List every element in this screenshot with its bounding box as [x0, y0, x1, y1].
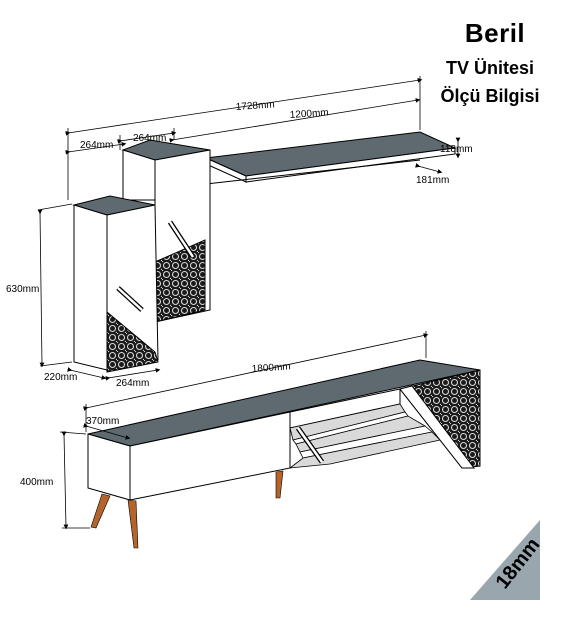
tv-dimension-lines [59, 331, 429, 530]
dim-cabinet-height: 630mm [6, 284, 39, 295]
dim-shelf-width: 1200mm [289, 107, 329, 121]
dimension-info-label: Ölçü Bilgisi [440, 86, 540, 106]
dim-cabinet-left-width: 264mm [80, 140, 113, 151]
dim-wall-total: 1728mm [235, 99, 275, 113]
dim-shelf-depth: 181mm [416, 175, 449, 186]
left-wall-cabinet [72, 195, 159, 373]
dim-cabinet-right-width: 264mm [133, 133, 166, 144]
wall-dimension-lines [37, 76, 461, 381]
dim-cabinet-depth: 220mm [44, 372, 77, 383]
thickness-badge: 18mm [470, 520, 545, 600]
dim-tv-height: 400mm [20, 477, 53, 488]
dim-cabinet-bottom-width: 264mm [116, 378, 149, 389]
wall-shelf [204, 131, 457, 185]
dim-tv-width: 1800mm [251, 361, 291, 375]
product-title: Beril [464, 18, 526, 48]
product-subtitle: TV Ünitesi [445, 58, 534, 78]
tv-unit-legs [90, 470, 284, 549]
dim-shelf-height: 118mm [440, 144, 473, 155]
dim-tv-depth: 370mm [86, 416, 119, 427]
right-wall-cabinet [121, 139, 211, 323]
